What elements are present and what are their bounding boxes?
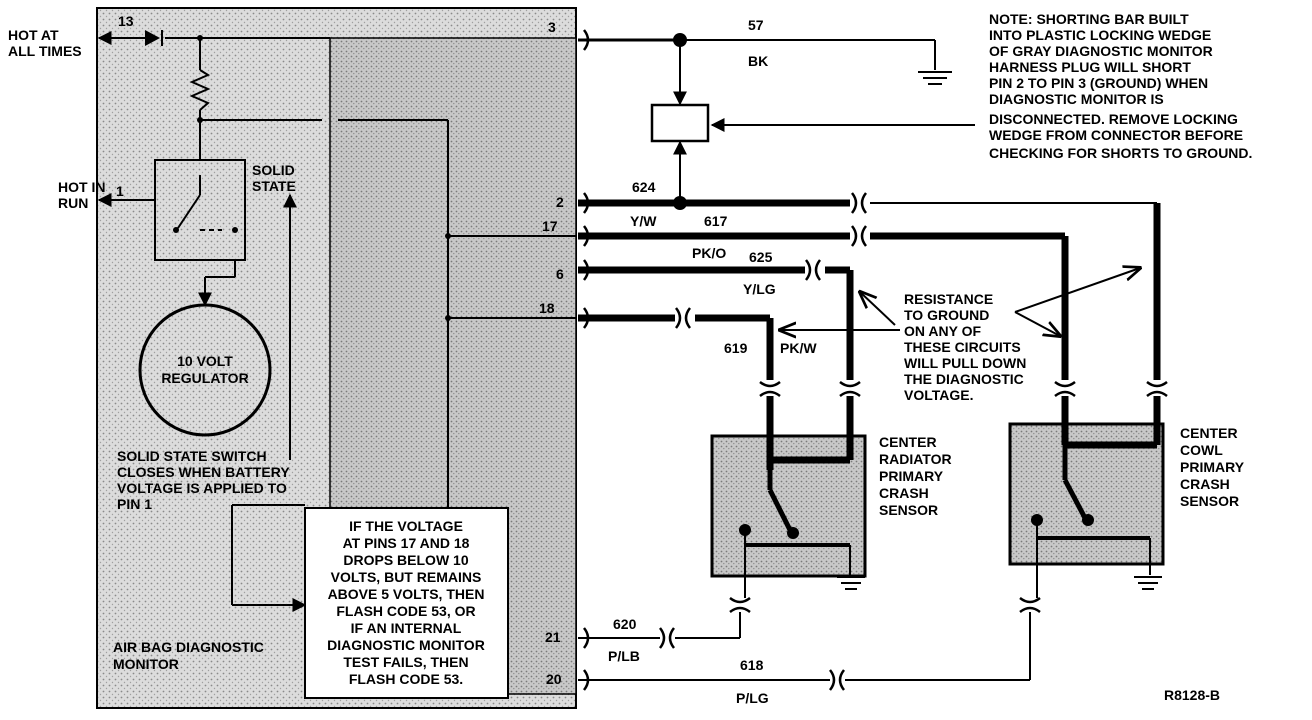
switch-contact xyxy=(232,227,238,233)
svg-text:NOTE: SHORTING BAR BUILT: NOTE: SHORTING BAR BUILT xyxy=(989,11,1189,27)
svg-text:SENSOR: SENSOR xyxy=(1180,493,1239,509)
switch-note: PIN 1 xyxy=(117,496,152,512)
voltage-box-text: DROPS BELOW 10 xyxy=(343,552,468,568)
circuit-624-color: Y/W xyxy=(630,213,657,229)
sensor-cowl-internal xyxy=(1036,396,1161,598)
switch-note: VOLTAGE IS APPLIED TO xyxy=(117,480,287,496)
hot-in-run-label: HOT IN xyxy=(58,179,105,195)
ground-icon xyxy=(837,576,865,590)
svg-text:PIN 2 TO PIN 3 (GROUND) WHEN: PIN 2 TO PIN 3 (GROUND) WHEN xyxy=(989,75,1208,91)
regulator-label: 10 VOLT xyxy=(177,353,233,369)
diode-icon xyxy=(145,30,160,46)
junction-dot xyxy=(197,117,203,123)
circuit-624: 624 xyxy=(632,179,656,195)
switch-note: SOLID STATE SWITCH xyxy=(117,448,267,464)
resistor-icon xyxy=(189,69,211,111)
pin-18: 18 xyxy=(539,300,555,316)
module-title: MONITOR xyxy=(113,656,179,672)
hot-at-all-times-label: ALL TIMES xyxy=(8,43,82,59)
pin-13: 13 xyxy=(118,13,134,29)
svg-text:WILL PULL DOWN: WILL PULL DOWN xyxy=(904,355,1026,371)
circuit-625: 625 xyxy=(749,249,773,265)
svg-text:CHECKING FOR SHORTS TO GROUND.: CHECKING FOR SHORTS TO GROUND. xyxy=(989,145,1252,161)
circuit-619: 619 xyxy=(724,340,748,356)
pin-6: 6 xyxy=(556,266,564,282)
external-wiring xyxy=(578,38,1161,681)
regulator-label: REGULATOR xyxy=(161,370,248,386)
voltage-box-text: IF THE VOLTAGE xyxy=(349,518,463,534)
voltage-box-text: VOLTS, BUT REMAINS xyxy=(331,569,482,585)
svg-text:CENTER: CENTER xyxy=(879,434,937,450)
svg-text:OF GRAY DIAGNOSTIC MONITOR: OF GRAY DIAGNOSTIC MONITOR xyxy=(989,43,1213,59)
solid-state-label: SOLID xyxy=(252,162,295,178)
svg-text:CRASH: CRASH xyxy=(879,485,929,501)
svg-text:ON ANY OF: ON ANY OF xyxy=(904,323,981,339)
pin-21: 21 xyxy=(545,629,561,645)
svg-text:THESE CIRCUITS: THESE CIRCUITS xyxy=(904,339,1021,355)
voltage-box-text: TEST FAILS, THEN xyxy=(343,654,468,670)
voltage-box-text: IF AN INTERNAL xyxy=(351,620,462,636)
voltage-regulator xyxy=(138,303,272,437)
svg-text:DISCONNECTED. REMOVE LOCKING: DISCONNECTED. REMOVE LOCKING xyxy=(989,111,1238,127)
radiator-sensor-label: CENTER RADIATOR PRIMARY CRASH SENSOR xyxy=(879,434,952,518)
figure-id: R8128-B xyxy=(1164,687,1220,703)
pin-3: 3 xyxy=(548,19,556,35)
solid-state-label: STATE xyxy=(252,178,296,194)
voltage-box-text: FLASH CODE 53. xyxy=(349,671,463,687)
circuit-617-color: PK/O xyxy=(692,245,726,261)
svg-text:CRASH: CRASH xyxy=(1180,476,1230,492)
module-title: AIR BAG DIAGNOSTIC xyxy=(113,639,264,655)
svg-text:CENTER: CENTER xyxy=(1180,425,1238,441)
circuit-617: 617 xyxy=(704,213,728,229)
ground-icon xyxy=(1134,576,1162,590)
junction-dot xyxy=(197,35,203,41)
svg-text:COWL: COWL xyxy=(1180,442,1223,458)
svg-text:INTO PLASTIC LOCKING WEDGE: INTO PLASTIC LOCKING WEDGE xyxy=(989,27,1211,43)
svg-text:RADIATOR: RADIATOR xyxy=(879,451,952,467)
circuit-57: 57 xyxy=(748,17,764,33)
ground-icon xyxy=(918,71,952,85)
pin-2: 2 xyxy=(556,194,564,210)
svg-text:DIAGNOSTIC MONITOR IS: DIAGNOSTIC MONITOR IS xyxy=(989,91,1164,107)
circuit-620: 620 xyxy=(613,616,637,632)
svg-text:TO GROUND: TO GROUND xyxy=(904,307,989,323)
svg-text:RESISTANCE: RESISTANCE xyxy=(904,291,993,307)
svg-text:WEDGE FROM CONNECTOR BEFORE: WEDGE FROM CONNECTOR BEFORE xyxy=(989,127,1243,143)
voltage-box-text: AT PINS 17 AND 18 xyxy=(343,535,470,551)
voltage-box-text: ABOVE 5 VOLTS, THEN xyxy=(328,586,485,602)
shorting-bar-note: NOTE: SHORTING BAR BUILT INTO PLASTIC LO… xyxy=(989,11,1252,161)
svg-text:THE DIAGNOSTIC: THE DIAGNOSTIC xyxy=(904,371,1024,387)
pin-1: 1 xyxy=(116,183,124,199)
circuit-619-color: PK/W xyxy=(780,340,817,356)
svg-text:PRIMARY: PRIMARY xyxy=(1180,459,1245,475)
hot-at-all-times-label: HOT AT xyxy=(8,27,59,43)
resistance-arrows xyxy=(780,268,1140,336)
resistance-note: RESISTANCE TO GROUND ON ANY OF THESE CIR… xyxy=(904,291,1026,403)
circuit-625-color: Y/LG xyxy=(743,281,776,297)
sensor-radiator-internal xyxy=(744,396,854,598)
switch-note: CLOSES WHEN BATTERY xyxy=(117,464,290,480)
cowl-sensor-label: CENTER COWL PRIMARY CRASH SENSOR xyxy=(1180,425,1245,509)
circuit-57-color: BK xyxy=(748,53,768,69)
voltage-box-text: DIAGNOSTIC MONITOR xyxy=(327,637,485,653)
pin-20: 20 xyxy=(546,671,562,687)
switch-contact xyxy=(173,227,179,233)
circuit-618: 618 xyxy=(740,657,764,673)
svg-text:SENSOR: SENSOR xyxy=(879,502,938,518)
hot-in-run-label: RUN xyxy=(58,195,88,211)
svg-text:HARNESS PLUG WILL SHORT: HARNESS PLUG WILL SHORT xyxy=(989,59,1191,75)
svg-text:VOLTAGE.: VOLTAGE. xyxy=(904,387,973,403)
svg-text:PRIMARY: PRIMARY xyxy=(879,468,944,484)
voltage-box-text: FLASH CODE 53, OR xyxy=(336,603,475,619)
voltage-info-box xyxy=(304,507,509,699)
pin-17: 17 xyxy=(542,218,558,234)
circuit-618-color: P/LG xyxy=(736,690,769,706)
shorting-bar xyxy=(650,103,710,143)
circuit-620-color: P/LB xyxy=(608,648,640,664)
connector-brackets xyxy=(582,29,1168,691)
